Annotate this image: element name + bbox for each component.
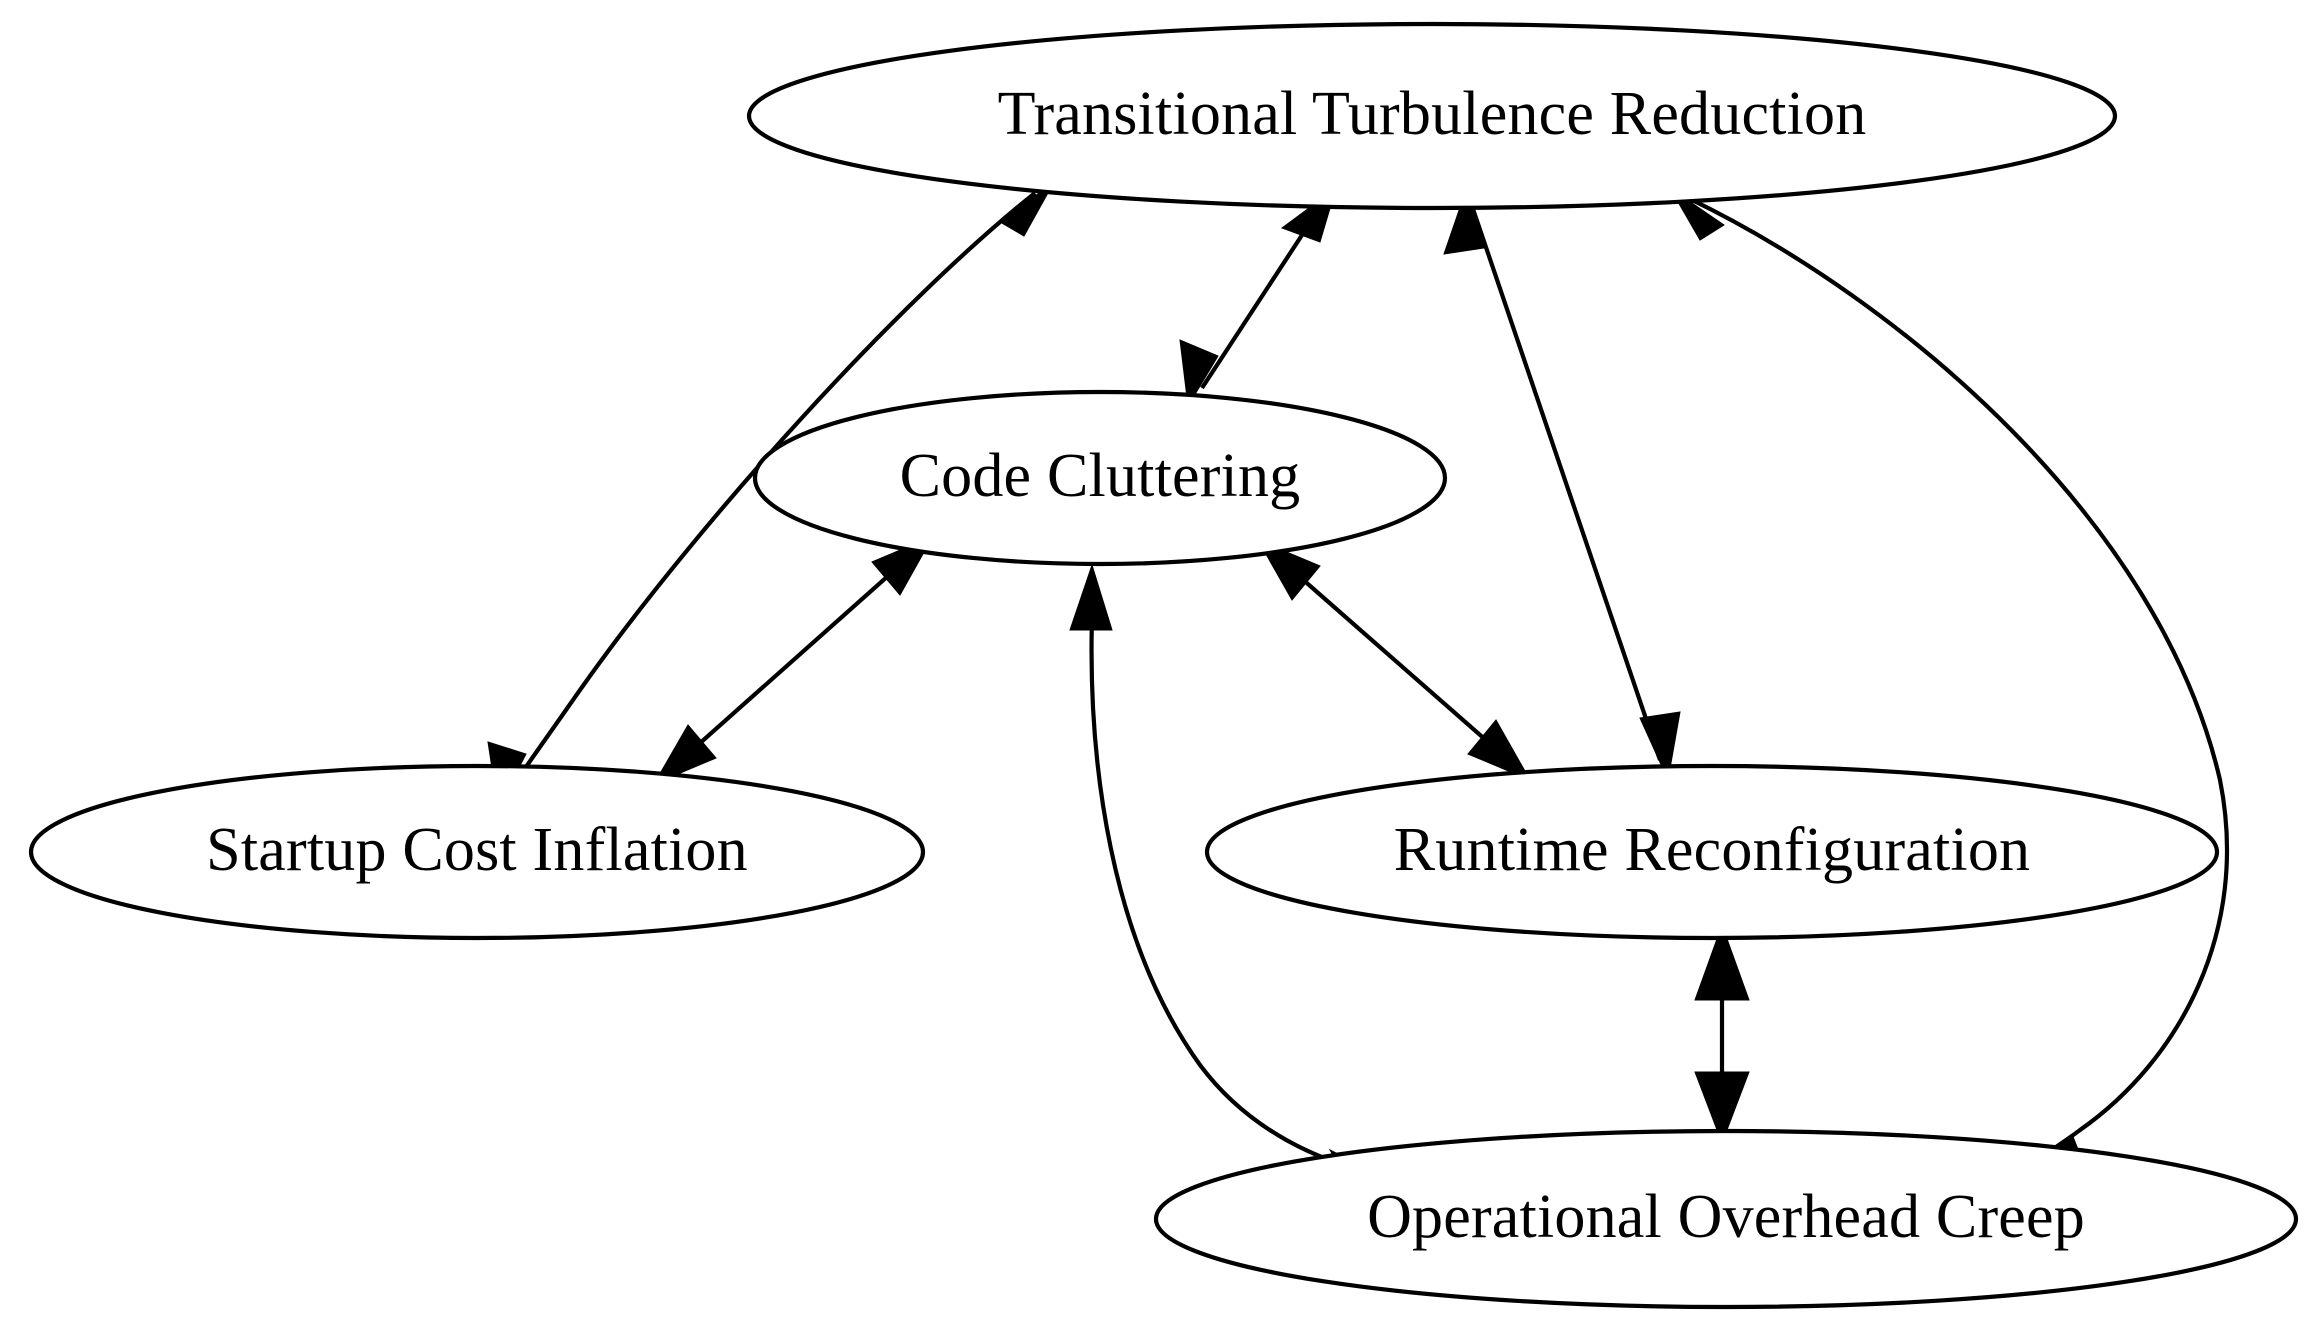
node-runtime-reconfiguration[interactable]: Runtime Reconfiguration: [1204, 763, 2220, 941]
edge-ttr-runtime-line: [1471, 208, 1662, 761]
node-ellipse-runtime-reconfiguration: [1204, 763, 2220, 941]
node-label-startup-cost-inflation: Startup Cost Inflation: [206, 816, 748, 884]
edge-ttr-code-line: [1200, 204, 1323, 390]
node-label-code-cluttering: Code Cluttering: [900, 442, 1301, 510]
node-ellipse-startup-cost-inflation: [28, 763, 926, 941]
edge-code-startup-line: [670, 550, 917, 770]
node-ellipse-operational-overhead-creep: [1153, 1128, 2299, 1310]
edge-code-operational-arrow-at-code: [1069, 563, 1113, 631]
node-operational-overhead-creep[interactable]: Operational Overhead Creep: [1153, 1128, 2299, 1310]
node-label-operational-overhead-creep: Operational Overhead Creep: [1367, 1183, 2085, 1251]
edge-code-operational-line: [1089, 617, 1369, 1175]
node-transitional-turbulence-reduction[interactable]: Transitional Turbulence Reduction: [746, 21, 2118, 211]
edge-ttr-runtime-arrow-at-runtime: [1639, 711, 1681, 782]
edge-ttr-code-arrow-at-code: [1179, 339, 1219, 408]
edge-runtime-operational-arrow-at-runtime: [1694, 923, 1750, 1001]
edge-runtime-operational[interactable]: [1694, 923, 1750, 1145]
edge-ttr-runtime[interactable]: [1443, 188, 1681, 782]
edge-ttr-operational-line: [1687, 196, 2230, 1163]
edge-code-runtime[interactable]: [1256, 538, 1532, 782]
node-label-runtime-reconfiguration: Runtime Reconfiguration: [1394, 816, 2031, 884]
edge-ttr-startup-arrow-at-ttr: [999, 181, 1055, 237]
edge-ttr-code[interactable]: [1179, 186, 1337, 408]
edge-ttr-startup-line: [506, 191, 1037, 795]
edge-code-runtime-line: [1274, 554, 1514, 765]
node-layer: Transitional Turbulence Reduction Code C…: [28, 21, 2299, 1310]
edge-layer: [487, 181, 2230, 1187]
edge-ttr-runtime-arrow-at-ttr: [1443, 188, 1485, 255]
edge-code-runtime-arrow-at-code: [1256, 538, 1321, 601]
edge-code-runtime-arrow-at-runtime: [1467, 719, 1532, 782]
edge-code-startup[interactable]: [652, 534, 935, 786]
node-label-transitional-turbulence-reduction: Transitional Turbulence Reduction: [998, 80, 1867, 148]
node-startup-cost-inflation[interactable]: Startup Cost Inflation: [28, 763, 926, 941]
edge-runtime-operational-arrow-at-operational: [1694, 1071, 1750, 1145]
node-code-cluttering[interactable]: Code Cluttering: [752, 389, 1448, 567]
node-ellipse-code-cluttering: [752, 389, 1448, 567]
edge-ttr-operational[interactable]: [1669, 187, 2230, 1173]
node-ellipse-transitional-turbulence-reduction: [746, 21, 2118, 211]
edge-code-startup-arrow-at-startup: [652, 724, 717, 786]
